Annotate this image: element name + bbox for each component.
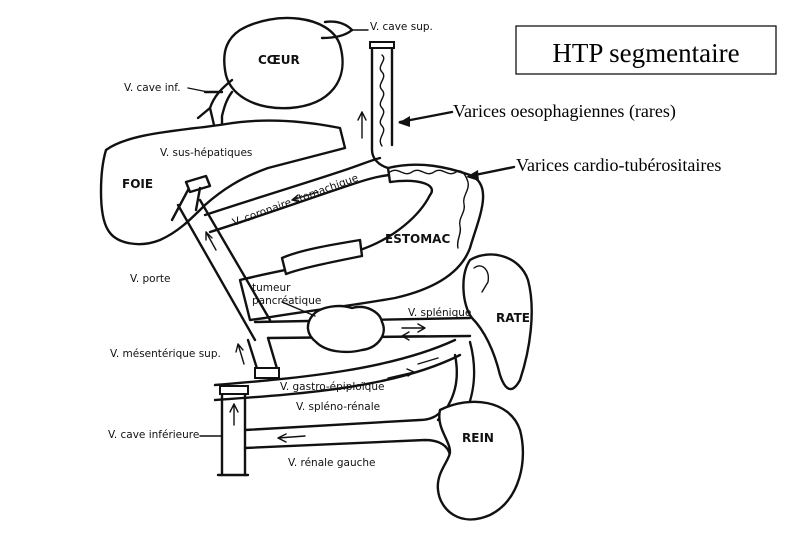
mesenteric-cap bbox=[254, 367, 280, 379]
ivc-cap bbox=[219, 385, 249, 395]
label-v-cave-sup: V. cave sup. bbox=[370, 21, 433, 33]
annotation-arrowhead-oeso bbox=[398, 116, 410, 127]
coronary-vein-low bbox=[208, 173, 392, 234]
coronary-vein bbox=[203, 156, 382, 217]
flow-arrow-up-ivc bbox=[229, 403, 239, 426]
label-foie: FOIE bbox=[122, 177, 153, 191]
spleen-vessel bbox=[473, 265, 489, 293]
stomach-shape bbox=[238, 163, 485, 322]
gastro-epiploic-vein bbox=[213, 338, 462, 402]
kidney-shape bbox=[436, 400, 525, 521]
renal-vein bbox=[243, 408, 452, 457]
label-tumeur: tumeur bbox=[252, 282, 291, 294]
flow-arrow-up-mes bbox=[235, 343, 245, 365]
annotation-arrowhead-cardio bbox=[466, 170, 479, 181]
label-v-sus-hepatiques: V. sus-hépatiques bbox=[160, 147, 252, 159]
heart-shape bbox=[223, 16, 344, 110]
tumor-shape bbox=[306, 304, 385, 354]
esophageal-varices bbox=[379, 54, 385, 147]
ivc-vessel bbox=[220, 388, 247, 477]
flow-arrow-left bbox=[291, 191, 319, 203]
tumor-tube bbox=[280, 238, 364, 276]
label-v-gastro: V. gastro-épiploïque bbox=[280, 381, 384, 393]
annotation-varices-oeso: Varices oesophagiennes (rares) bbox=[453, 101, 676, 122]
esophagus-cap bbox=[369, 41, 395, 49]
annotation-varices-cardio: Varices cardio-tubérositaires bbox=[516, 155, 721, 175]
label-v-cave-inferieure: V. cave inférieure bbox=[108, 429, 199, 441]
title-text: HTP segmentaire bbox=[552, 38, 739, 68]
label-v-cave-inf: V. cave inf. bbox=[124, 82, 181, 94]
label-v-splenique: V. splénique bbox=[408, 307, 471, 319]
esophagus-vessel bbox=[370, 43, 390, 170]
flow-arrow-gastro bbox=[387, 368, 415, 379]
label-pancreatique: pancréatique bbox=[252, 295, 321, 307]
vena-cava-sup-vessel-2 bbox=[320, 28, 354, 40]
pointer-line bbox=[187, 87, 209, 93]
flow-arrow-left-2 bbox=[401, 331, 426, 341]
flow-arrow-renal bbox=[277, 433, 306, 443]
portal-vein bbox=[176, 198, 272, 342]
label-v-renale: V. rénale gauche bbox=[288, 457, 376, 469]
hepatic-veins bbox=[196, 78, 234, 130]
pointer-line bbox=[281, 301, 316, 317]
label-rein: REIN bbox=[462, 431, 494, 445]
flow-arrow-up bbox=[357, 111, 367, 139]
flow-arrow-right bbox=[401, 323, 426, 333]
label-v-mesenterique: V. mésentérique sup. bbox=[110, 348, 221, 360]
label-coeur: CŒUR bbox=[258, 53, 300, 67]
flow-arrow-up-portal bbox=[205, 231, 217, 251]
liver-shape bbox=[99, 119, 347, 246]
label-v-porte: V. porte bbox=[130, 273, 171, 285]
cardio-varices bbox=[389, 169, 470, 249]
flow-arrow-gastro-2 bbox=[417, 357, 439, 365]
portal-vein-cap bbox=[184, 174, 212, 194]
portal-branch bbox=[170, 186, 202, 222]
label-rate: RATE bbox=[496, 311, 530, 325]
title-box bbox=[515, 25, 777, 75]
label-estomac: ESTOMAC bbox=[385, 232, 450, 246]
label-v-spleno-renale: V. spléno-rénale bbox=[296, 401, 380, 413]
spleen-shape bbox=[462, 253, 533, 391]
vena-cava-sup-vessel bbox=[323, 20, 354, 32]
